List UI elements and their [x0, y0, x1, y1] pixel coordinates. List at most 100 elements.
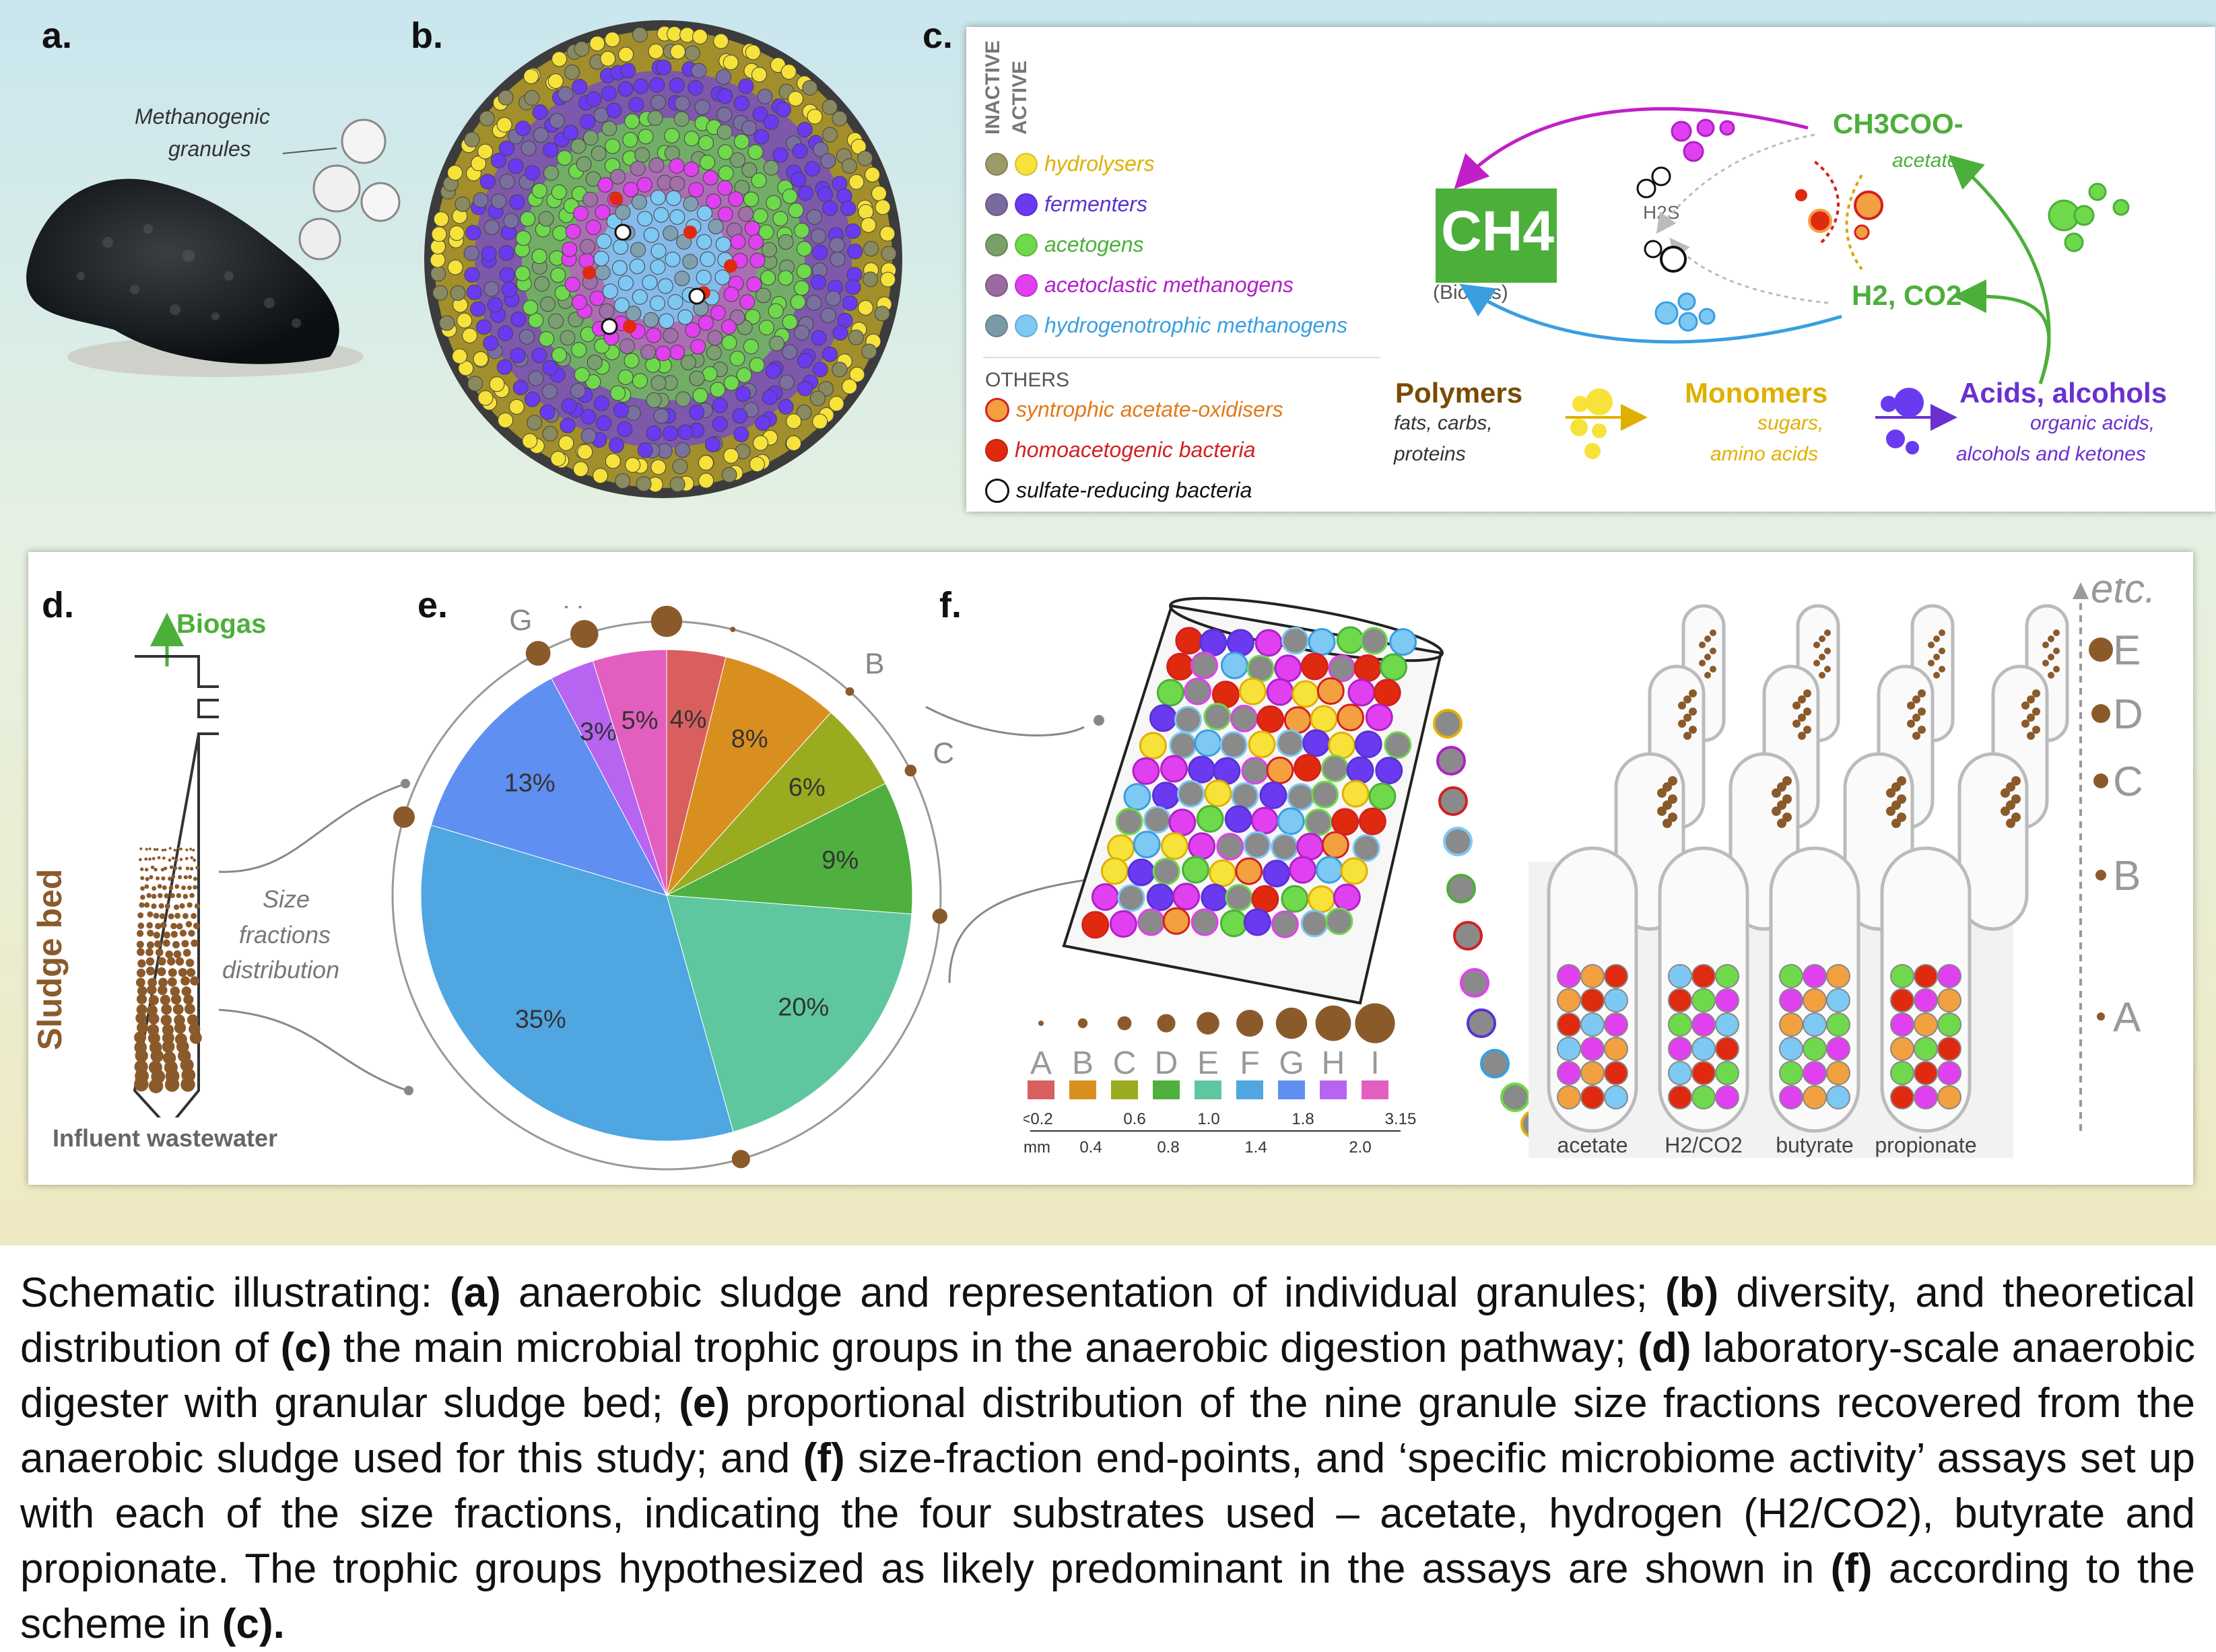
granule-cell [562, 125, 578, 141]
assay-granule [1779, 1061, 1803, 1085]
granule-cell [667, 294, 683, 310]
granule-cell [782, 188, 798, 205]
granule-cell [736, 367, 752, 383]
granule-cell [447, 259, 463, 275]
assay-granule [1691, 988, 1716, 1012]
stack-dot-B [2095, 870, 2106, 881]
granule-cell [646, 425, 662, 442]
granule-cell [613, 402, 630, 418]
sludge-granule [150, 1049, 164, 1063]
tube-granule [1683, 695, 1691, 703]
assay-granule [1715, 988, 1739, 1012]
assay-granule [1715, 1037, 1739, 1061]
granule-cell [832, 324, 848, 341]
sludge-granule [174, 1022, 187, 1034]
granule-cell [570, 138, 586, 154]
granule [1389, 628, 1417, 656]
sludge-granule [161, 876, 166, 881]
granule-cell [768, 303, 784, 319]
granule-cell [524, 90, 540, 106]
tube-granule [2032, 689, 2040, 697]
granule-cell [542, 359, 558, 376]
tube-granule [1704, 672, 1711, 679]
granule-cell [875, 199, 891, 215]
assay-granule [1803, 1012, 1827, 1037]
stream-granule [1443, 827, 1473, 856]
granule-cell [540, 296, 556, 312]
granule-cell [523, 68, 539, 84]
tube-granule [1912, 732, 1920, 740]
stack-letter-D: D [2113, 691, 2143, 738]
sludge-granule [160, 1014, 172, 1026]
granule [1231, 782, 1259, 810]
granule-cell [595, 204, 611, 220]
beaker-illustration [925, 596, 1550, 1139]
granule-cell [849, 366, 865, 382]
pie-category-label: G [509, 606, 532, 637]
granule [1177, 780, 1205, 808]
granule-cell [610, 385, 626, 401]
granule [1304, 808, 1333, 837]
sludge-granule [193, 885, 198, 890]
assay-granule [1580, 1037, 1605, 1061]
assay-granule [1668, 964, 1692, 988]
tube-granule [2032, 726, 2040, 734]
assay-granule [1580, 988, 1605, 1012]
homoacetogen-cell [609, 192, 623, 205]
size-label-line2: fractions [239, 921, 331, 949]
granule-cell [532, 104, 548, 121]
granule-cell [696, 269, 712, 285]
tube-granule [1891, 819, 1901, 828]
size-letter-F: F [1240, 1045, 1259, 1081]
size-swatch-E [1195, 1080, 1221, 1099]
granule-cell [718, 165, 734, 181]
pie-slice-D [665, 783, 913, 915]
caption-part: diversity, and theoretical distribution … [20, 1270, 2195, 1371]
granule [1184, 677, 1212, 705]
assay-granule [1580, 1012, 1605, 1037]
granule [1336, 626, 1364, 654]
assay-granule [1668, 1037, 1692, 1061]
granule-cell [470, 301, 486, 317]
size-swatch-C [1111, 1080, 1138, 1099]
granule-cell [845, 279, 861, 296]
granule-cell [665, 251, 681, 267]
size-letter-B: B [1072, 1045, 1094, 1081]
granule-cell [577, 444, 593, 460]
sludge-granule [189, 848, 193, 851]
granule [1281, 885, 1309, 913]
tube-granule [2021, 701, 2029, 710]
granule-cell [457, 312, 473, 329]
stack-dot-D [2091, 704, 2110, 723]
sludge-granule [136, 1004, 147, 1015]
granule-cell [467, 376, 483, 392]
size-dot-I [1355, 1003, 1395, 1043]
granule-cell [700, 154, 716, 170]
sludge-granule [140, 876, 145, 881]
granule-cell [655, 345, 671, 362]
granule-cell [633, 78, 649, 94]
sludge-granule [189, 893, 195, 898]
granule [1365, 703, 1393, 732]
granule-cell [790, 294, 806, 310]
granule-cell [580, 238, 596, 254]
size-swatch-B [1069, 1080, 1096, 1099]
granule-cell [735, 386, 751, 402]
granule-cell [717, 144, 733, 160]
granule-cell [617, 421, 633, 438]
granule [1311, 780, 1339, 808]
size-letter-A: A [1030, 1045, 1052, 1081]
granule-cell [636, 476, 652, 492]
sludge-granule [169, 865, 174, 869]
granule [1175, 627, 1203, 655]
sludge-granule [147, 930, 154, 937]
assay-granule [1668, 988, 1692, 1012]
sludge-granule [139, 858, 142, 862]
granule [1333, 883, 1361, 911]
granule-cell [738, 78, 754, 94]
caption-part: anaerobic sludge and representation of i… [500, 1270, 1665, 1316]
granule-cell [832, 362, 848, 378]
tube-granule [1907, 701, 1915, 710]
sludge-granule [187, 902, 193, 908]
granule-cell [473, 192, 489, 208]
